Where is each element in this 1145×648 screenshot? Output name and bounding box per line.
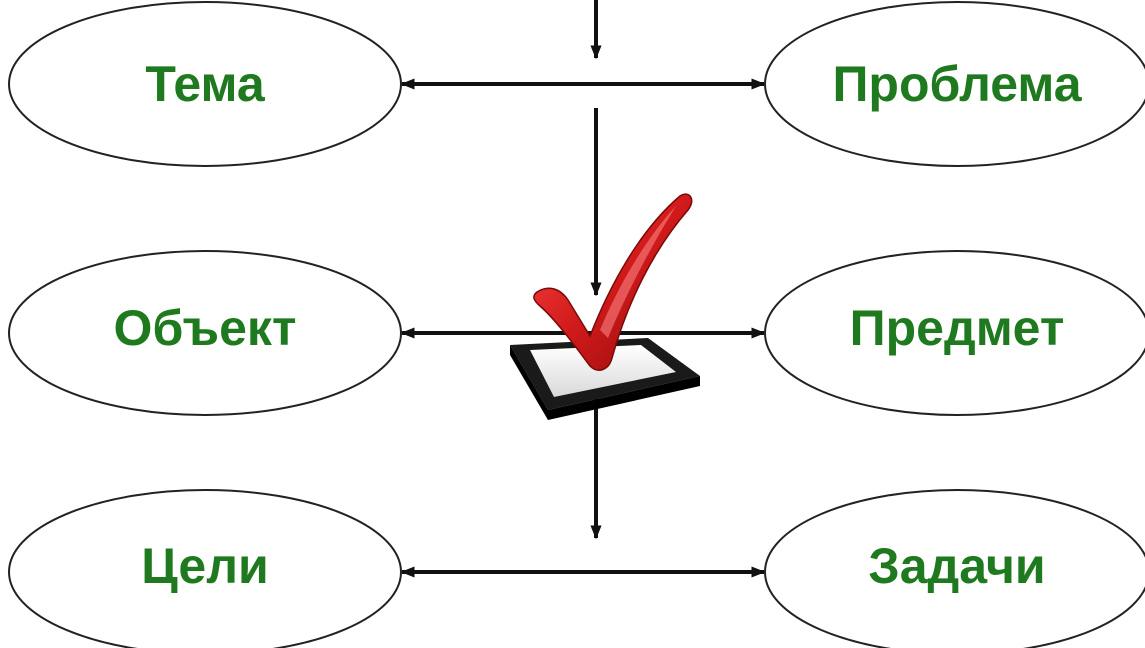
node-obekt: Объект (8, 250, 402, 416)
node-problema: Проблема (764, 1, 1145, 167)
node-predmet-label: Предмет (850, 300, 1065, 356)
node-predmet-shape (764, 250, 1145, 416)
checkbox-edge-icon (510, 345, 700, 420)
node-obekt-label: Объект (114, 300, 297, 356)
node-problema-shape (764, 1, 1145, 167)
node-tseli-label: Цели (141, 538, 268, 594)
node-obekt-shape (8, 250, 402, 416)
node-zadachi-shape (764, 489, 1145, 648)
node-zadachi: Задачи (764, 489, 1145, 648)
node-zadachi-label: Задачи (868, 538, 1045, 594)
checkmark-in-box-icon (510, 193, 700, 420)
checkbox-inner-icon (530, 345, 676, 397)
node-predmet: Предмет (764, 250, 1145, 416)
check-mark-highlight-icon (600, 206, 676, 338)
node-problema-label: Проблема (832, 56, 1082, 112)
node-tema-label: Тема (145, 56, 266, 112)
node-tema: Тема (8, 1, 402, 167)
node-tema-shape (8, 1, 402, 167)
node-tseli-shape (8, 489, 402, 648)
node-tseli: Цели (8, 489, 402, 648)
